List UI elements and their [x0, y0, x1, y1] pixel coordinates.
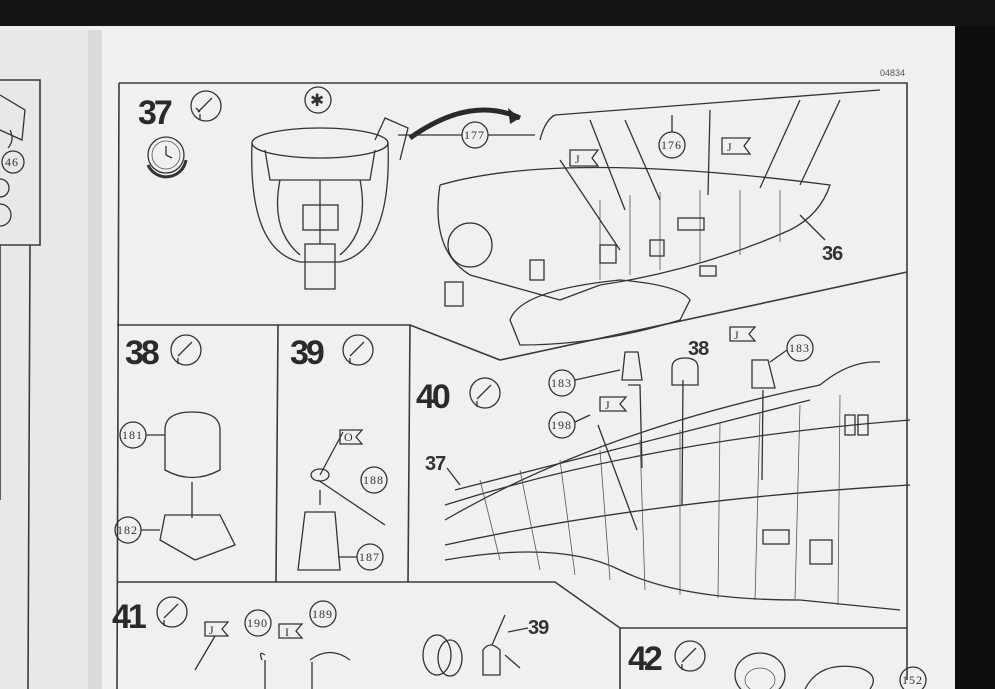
part-number-46: 46 — [5, 155, 19, 169]
part-number-183: 183 — [551, 376, 572, 390]
step-40: 40 183 198 183 38 37 J J — [416, 326, 911, 611]
decal-flag-I: I — [278, 623, 304, 639]
part-number-181: 181 — [122, 428, 143, 442]
part-number-177: 177 — [464, 128, 485, 142]
part-number-198: 198 — [551, 418, 572, 432]
svg-text:J: J — [575, 152, 581, 166]
part-number-183: 183 — [789, 341, 810, 355]
asterisk-symbol: ✱ — [310, 91, 324, 110]
asterisk-icon — [304, 86, 332, 114]
ref-36: 36 — [822, 243, 843, 265]
decal-flag-J: J — [729, 326, 757, 342]
decal-flag-O: O — [339, 429, 364, 445]
decal-flag-J: J — [569, 149, 600, 167]
svg-text:I: I — [285, 625, 290, 639]
part-number-176: 176 — [661, 138, 682, 152]
glue-icon — [156, 596, 188, 628]
step-number-40: 40 — [416, 378, 450, 416]
decal-flag-J: J — [599, 396, 628, 412]
glue-icon — [342, 334, 374, 366]
step-number-37: 37 — [138, 94, 172, 132]
left-page-fragment: 46 — [0, 79, 41, 689]
background-top — [0, 0, 995, 26]
decal-flag-J: J — [721, 137, 752, 155]
cockpit-drawing — [251, 117, 409, 290]
step-number-39: 39 — [290, 334, 324, 372]
glue-icon — [469, 377, 501, 409]
decal-flag-J: J — [204, 621, 230, 637]
page-gutter — [88, 30, 102, 689]
background — [955, 0, 995, 689]
part-number-188: 188 — [363, 473, 384, 487]
part-number-182: 182 — [117, 523, 138, 537]
step-42: 42 152 — [628, 640, 927, 689]
ref-37: 37 — [425, 453, 446, 475]
part-number-187: 187 — [359, 550, 380, 564]
glue-icon — [190, 90, 222, 122]
glue-icon — [674, 640, 706, 672]
svg-text:J: J — [727, 140, 733, 154]
glue-icon — [170, 334, 202, 366]
part-number-152: 152 — [902, 673, 923, 687]
step-39: 39 O 188 187 — [290, 334, 388, 571]
step-number-42: 42 — [628, 640, 662, 678]
part-number-190: 190 — [247, 616, 268, 630]
fuselage-drawing-37 — [437, 89, 881, 346]
svg-text:J: J — [605, 398, 611, 412]
sheet-code: 04834 — [880, 68, 905, 78]
paper-left-page — [0, 30, 95, 689]
step-37: 37 ✱ 177 176 J — [138, 86, 881, 346]
fuselage-drawing-40 — [444, 351, 911, 611]
ref-38: 38 — [688, 338, 709, 360]
svg-text:J: J — [209, 623, 215, 637]
ref-39: 39 — [528, 617, 549, 639]
svg-text:J: J — [734, 328, 740, 342]
clock-icon — [146, 136, 188, 179]
step-41: 41 J I 190 189 39 — [112, 596, 550, 689]
step-number-38: 38 — [125, 334, 159, 372]
part-number-189: 189 — [312, 607, 333, 621]
step-38: 38 181 182 — [114, 334, 236, 561]
step-number-41: 41 — [112, 598, 146, 636]
svg-text:O: O — [344, 430, 354, 444]
panel-frames — [116, 82, 908, 689]
